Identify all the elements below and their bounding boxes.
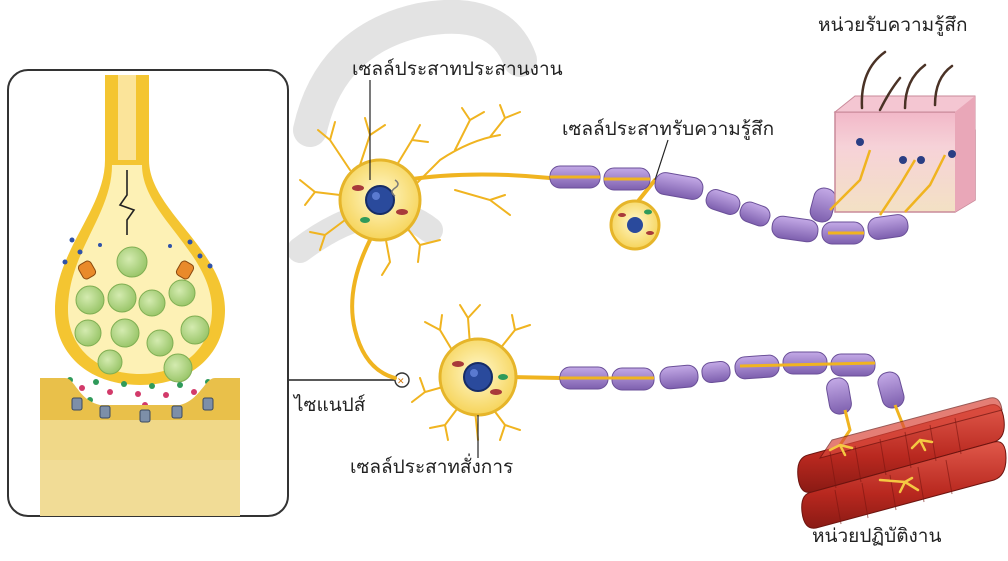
svg-text:✕: ✕	[397, 377, 405, 387]
skin-receptor	[830, 52, 975, 215]
effector-label: หน่วยปฏิบัติงาน	[812, 527, 941, 546]
muscle-effector	[798, 398, 1006, 528]
interneuron-cell-body	[340, 160, 420, 240]
interneuron-label: เซลล์ประสาทประสานงาน	[352, 60, 563, 79]
motor-neuron-label: เซลล์ประสาทสั่งการ	[350, 458, 513, 477]
synapse-label: ไซแนปส์	[294, 396, 365, 415]
sensory-neuron-cell-body	[611, 201, 659, 249]
motor-myelin	[560, 352, 906, 416]
motor-neuron-cell-body	[440, 339, 516, 415]
receptor-label: หน่วยรับความรู้สึก	[818, 16, 967, 35]
synapse-inset	[8, 70, 288, 516]
sensory-neuron-label: เซลล์ประสาทรับความรู้สึก	[562, 120, 774, 139]
